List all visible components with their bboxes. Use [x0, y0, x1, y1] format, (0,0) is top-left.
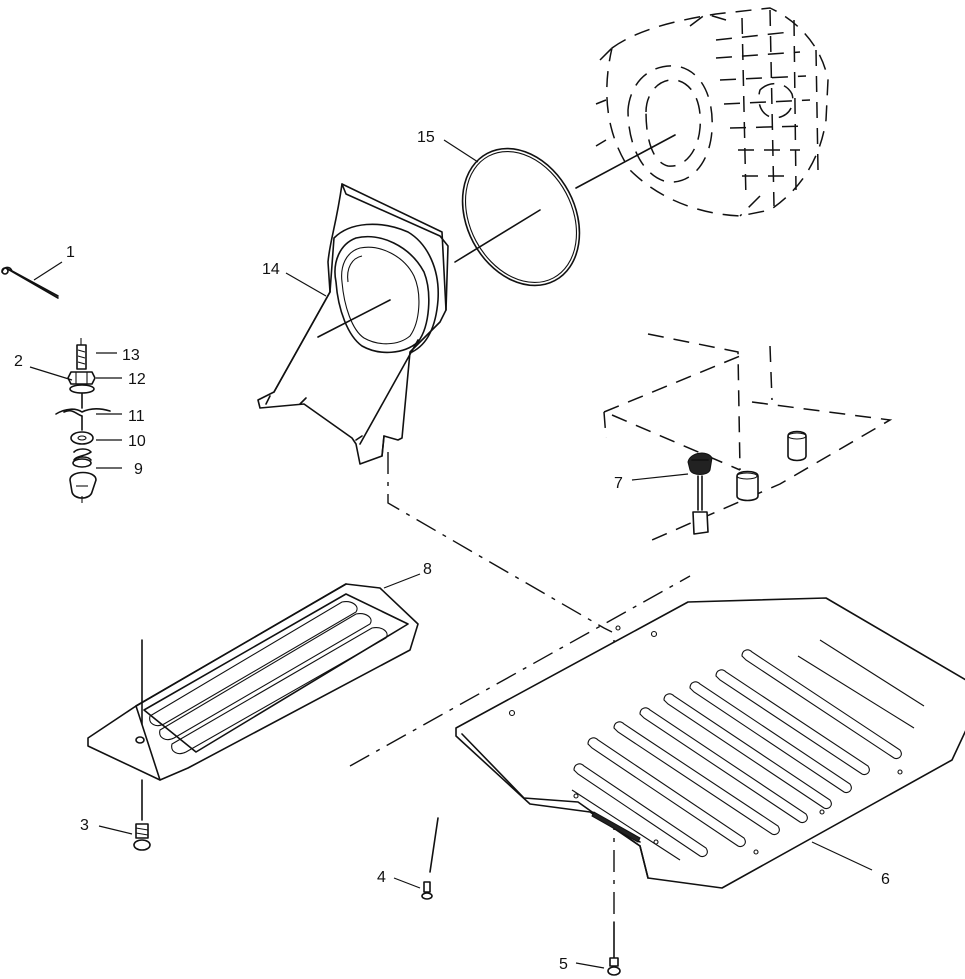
part-10-washer	[70, 431, 94, 445]
part-2-nut	[67, 371, 96, 385]
callout-3: 3	[80, 817, 89, 834]
construction-line	[349, 575, 691, 767]
callout-13: 13	[122, 347, 140, 364]
part-7-fitting	[687, 452, 713, 535]
part-14-intake-adapter	[257, 183, 449, 465]
callout-1: 1	[66, 244, 75, 261]
bolt-stack-assembly	[55, 338, 111, 503]
leader-lines	[29, 139, 873, 969]
callout-12: 12	[128, 371, 146, 388]
part-1-cable-tie	[1, 266, 59, 299]
callout-4: 4	[377, 869, 386, 886]
callout-8: 8	[423, 561, 432, 578]
axis-line-adapter	[317, 299, 391, 338]
callout-7: 7	[614, 475, 623, 492]
part-9-grommet	[69, 471, 97, 499]
callout-9: 9	[134, 461, 143, 478]
part-8-step-pad	[87, 583, 419, 821]
callout-labels: 1 2 3 4 5 6 7 8 9 10 11 12 13 14 15	[14, 129, 890, 973]
part-12-washer	[69, 384, 95, 394]
pump-housing-outline	[595, 7, 829, 217]
callout-5: 5	[559, 956, 568, 973]
part-15-o-ring	[461, 147, 581, 287]
callout-2: 2	[14, 353, 23, 370]
callout-10: 10	[128, 433, 146, 450]
axis-line-upper	[454, 209, 541, 263]
part-11-bracket	[55, 408, 111, 415]
part-6-floor-plate	[455, 597, 965, 889]
alignment-line	[387, 452, 613, 633]
callout-15: 15	[417, 129, 435, 146]
callout-11: 11	[128, 408, 145, 425]
hull-section-outline	[603, 333, 893, 541]
part-5-screw	[607, 921, 621, 976]
callout-14: 14	[262, 261, 280, 278]
callout-6: 6	[881, 871, 890, 888]
part-3-screw	[133, 823, 151, 851]
part-4-screw	[421, 817, 439, 900]
grate-bars	[571, 639, 925, 861]
